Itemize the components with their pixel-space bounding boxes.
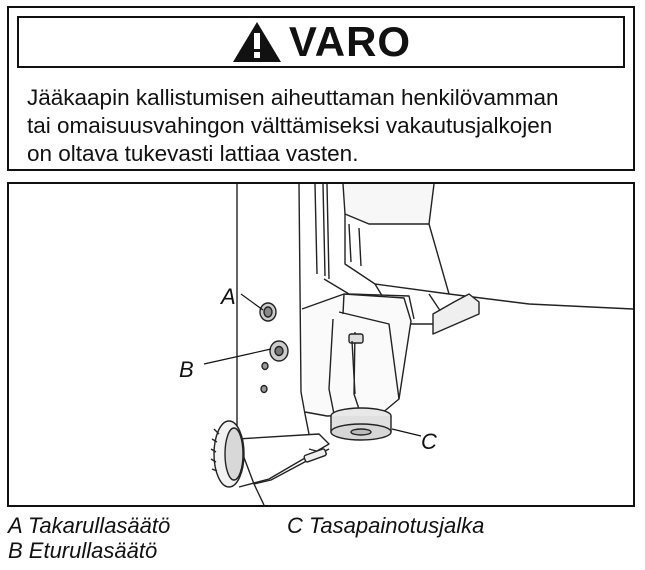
refrigerator-base-illustration <box>203 184 633 505</box>
legend-c: C Tasapainotusjalka <box>287 513 485 538</box>
legend-a: A Takarullasäätö <box>8 513 171 538</box>
warning-header: VARO <box>17 16 625 68</box>
legend-b: B Eturullasäätö <box>8 538 158 563</box>
callout-b: B <box>179 357 194 382</box>
warning-box: VARO Jääkaapin kallistumisen aiheuttaman… <box>7 6 635 171</box>
callout-a: A <box>221 284 236 309</box>
warning-triangle-icon <box>232 22 281 62</box>
figure-box: A B C <box>7 182 635 507</box>
callout-c: C <box>421 429 437 454</box>
warning-text: Jääkaapin kallistumisen aiheuttaman henk… <box>27 85 559 166</box>
warning-title: VARO <box>288 18 412 65</box>
